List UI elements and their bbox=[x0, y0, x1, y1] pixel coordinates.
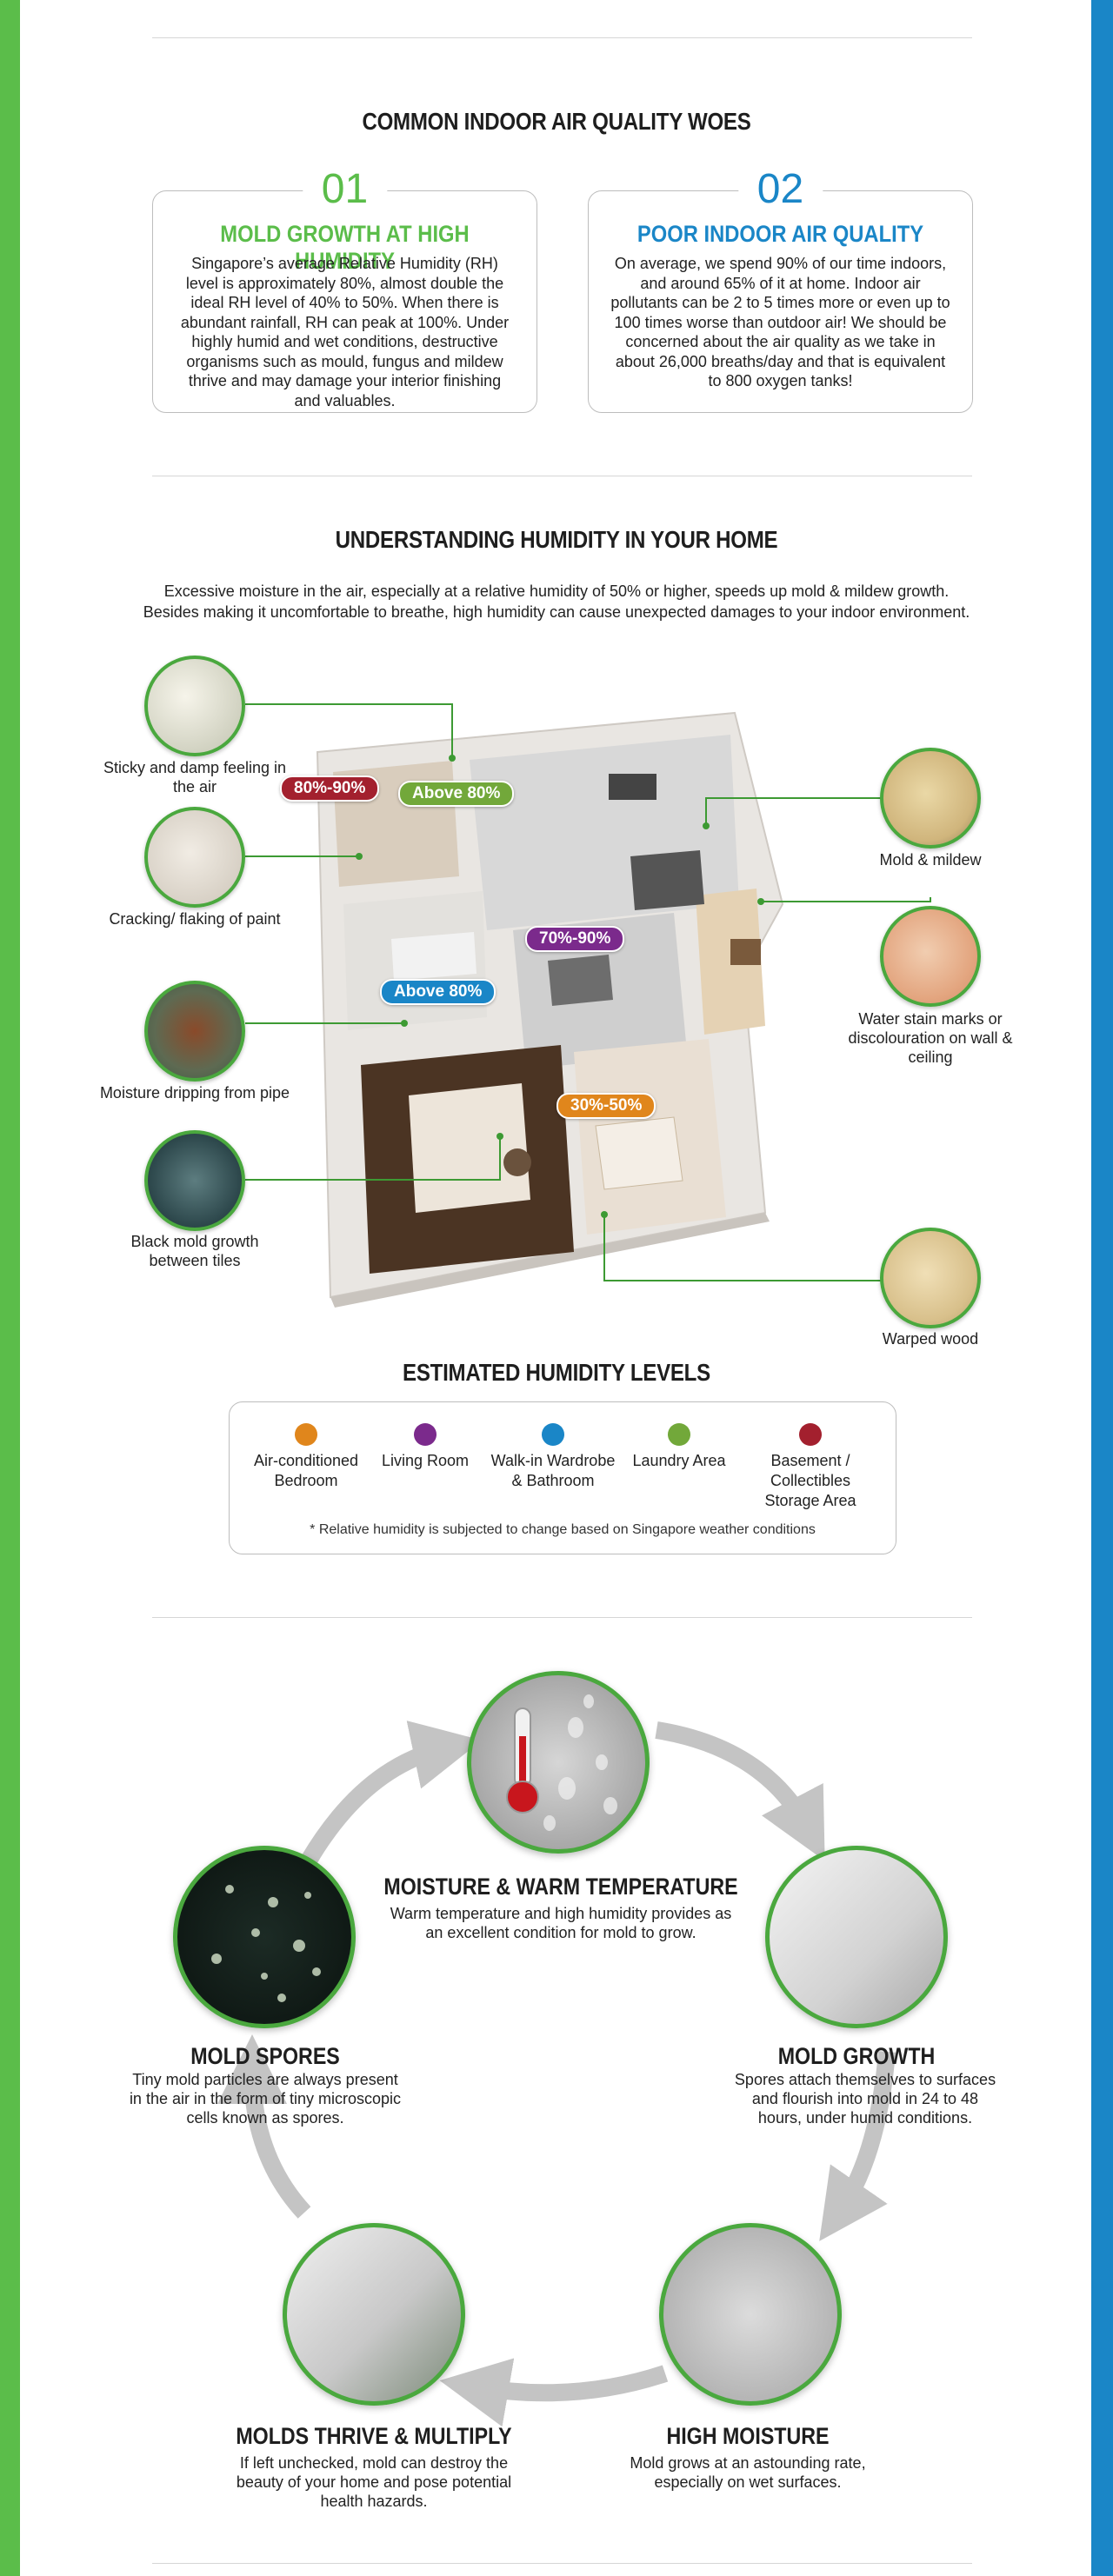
water-stain-photo-icon bbox=[880, 906, 981, 1007]
card-body: Singapore’s average Relative Humidity (R… bbox=[180, 255, 510, 409]
cycle-high-moisture-desc: Mold grows at an astounding rate, especi… bbox=[630, 2454, 866, 2491]
legend-item-wardrobe: Walk-in Wardrobe & Bathroom bbox=[479, 1423, 627, 1491]
sticky-air-photo-icon bbox=[144, 656, 245, 756]
humidity-pill-bedroom: 30%-50% bbox=[556, 1093, 656, 1119]
olive-dot-icon bbox=[668, 1423, 690, 1446]
card-number: 02 bbox=[737, 167, 823, 212]
card-title: POOR INDOOR AIR QUALITY bbox=[636, 221, 924, 247]
legend-label: Laundry Area bbox=[632, 1452, 726, 1469]
black-mold-photo-icon bbox=[144, 1130, 245, 1231]
high-moisture-photo-icon bbox=[659, 2223, 842, 2406]
legend-label: Air-conditioned bbox=[253, 1452, 359, 1469]
callout-mildew-label: Mold & mildew bbox=[879, 851, 982, 869]
blue-dot-icon bbox=[542, 1423, 564, 1446]
dripping-pipe-photo-icon bbox=[144, 981, 245, 1082]
humidity-pill-living: 70%-90% bbox=[525, 926, 625, 952]
intro-line: Besides making it uncomfortable to breat… bbox=[143, 603, 970, 621]
right-accent-bar bbox=[1091, 0, 1113, 2576]
cycle-spores-title: MOLD SPORES bbox=[190, 2043, 340, 2069]
cycle-thrive-title: MOLDS THRIVE & MULTIPLY bbox=[236, 2423, 512, 2449]
humidity-pill-laundry: Above 80% bbox=[398, 781, 515, 807]
mildew-photo-icon bbox=[880, 748, 981, 849]
woes-card-mold: 01 MOLD GROWTH AT HIGH HUMIDITY Singapor… bbox=[152, 167, 537, 413]
legend-label: Basement / Collectibles bbox=[770, 1452, 851, 1489]
legend-label: Living Room bbox=[381, 1452, 470, 1469]
cycle-moisture-temp-desc: Warm temperature and high humidity provi… bbox=[390, 1905, 732, 1941]
left-accent-bar bbox=[0, 0, 20, 2576]
legend-item-laundry: Laundry Area bbox=[605, 1423, 753, 1471]
callout-dripping-label: Moisture dripping from pipe bbox=[99, 1084, 290, 1102]
legend-note: * Relative humidity is subjected to chan… bbox=[310, 1522, 816, 1537]
callout-cracking-label: Cracking/ flaking of paint bbox=[109, 910, 281, 928]
maroon-dot-icon bbox=[799, 1423, 822, 1446]
cycle-spores-desc: Tiny mold particles are always present i… bbox=[129, 2071, 402, 2127]
humidity-title: UNDERSTANDING HUMIDITY IN YOUR HOME bbox=[335, 526, 778, 553]
legend-item-storage: Basement / Collectibles Storage Area bbox=[732, 1423, 889, 1511]
thermometer-droplets-photo-icon bbox=[467, 1671, 650, 1854]
cycle-moisture-temp-title: MOISTURE & WARM TEMPERATURE bbox=[383, 1874, 738, 1900]
legend-title: ESTIMATED HUMIDITY LEVELS bbox=[403, 1359, 710, 1386]
humidity-pill-wardrobe: Above 80% bbox=[380, 979, 497, 1005]
callout-water-stain-label: Water stain marks or discolouration on w… bbox=[848, 1010, 1013, 1066]
humidity-intro: Excessive moisture in the air, especiall… bbox=[0, 581, 1113, 622]
cracking-paint-photo-icon bbox=[144, 807, 245, 908]
cycle-high-moisture-title: HIGH MOISTURE bbox=[666, 2423, 830, 2449]
woes-card-air-quality: 02 POOR INDOOR AIR QUALITY On average, w… bbox=[588, 167, 973, 413]
legend-label: Storage Area bbox=[764, 1492, 856, 1509]
floor-plan-illustration: Sticky and damp feeling in the air Crack… bbox=[0, 643, 1113, 1356]
spores-icon bbox=[211, 1885, 321, 2002]
purple-dot-icon bbox=[414, 1423, 437, 1446]
legend-label: & Bathroom bbox=[511, 1472, 595, 1489]
molds-multiply-photo-icon bbox=[283, 2223, 465, 2406]
mold-spores-photo-icon bbox=[173, 1846, 356, 2028]
divider bbox=[152, 37, 972, 38]
woes-title: COMMON INDOOR AIR QUALITY WOES bbox=[362, 108, 751, 135]
callout-black-mold-label: Black mold growth between tiles bbox=[130, 1233, 259, 1269]
divider bbox=[152, 1617, 972, 1618]
divider bbox=[152, 2563, 972, 2564]
callout-sticky-label: Sticky and damp feeling in the air bbox=[103, 759, 287, 795]
card-number: 01 bbox=[302, 167, 388, 212]
legend-label: Walk-in Wardrobe bbox=[490, 1452, 616, 1469]
cycle-growth-desc: Spores attach themselves to surfaces and… bbox=[734, 2071, 996, 2127]
mold-growth-photo-icon bbox=[765, 1846, 948, 2028]
floor-plan-graphic bbox=[245, 703, 931, 1308]
card-body: On average, we spend 90% of our time ind… bbox=[610, 255, 950, 389]
humidity-pill-storage: 80%-90% bbox=[280, 775, 380, 802]
cycle-thrive-desc: If left unchecked, mold can destroy the … bbox=[236, 2454, 512, 2510]
legend-item-living: Living Room bbox=[351, 1423, 499, 1471]
thermometer-icon bbox=[506, 1694, 617, 1831]
warped-wood-photo-icon bbox=[880, 1228, 981, 1328]
orange-dot-icon bbox=[295, 1423, 317, 1446]
card-title: MOLD GROWTH AT HIGH HUMIDITY bbox=[220, 221, 470, 274]
cycle-growth-title: MOLD GROWTH bbox=[777, 2043, 936, 2069]
intro-line: Excessive moisture in the air, especiall… bbox=[163, 582, 950, 600]
cycle-arrows bbox=[217, 1721, 896, 2427]
legend-label: Bedroom bbox=[274, 1472, 338, 1489]
humidity-legend: Air-conditioned Bedroom Living Room Walk… bbox=[229, 1401, 896, 1554]
legend-item-bedroom: Air-conditioned Bedroom bbox=[232, 1423, 380, 1491]
callout-warped-label: Warped wood bbox=[882, 1330, 979, 1348]
